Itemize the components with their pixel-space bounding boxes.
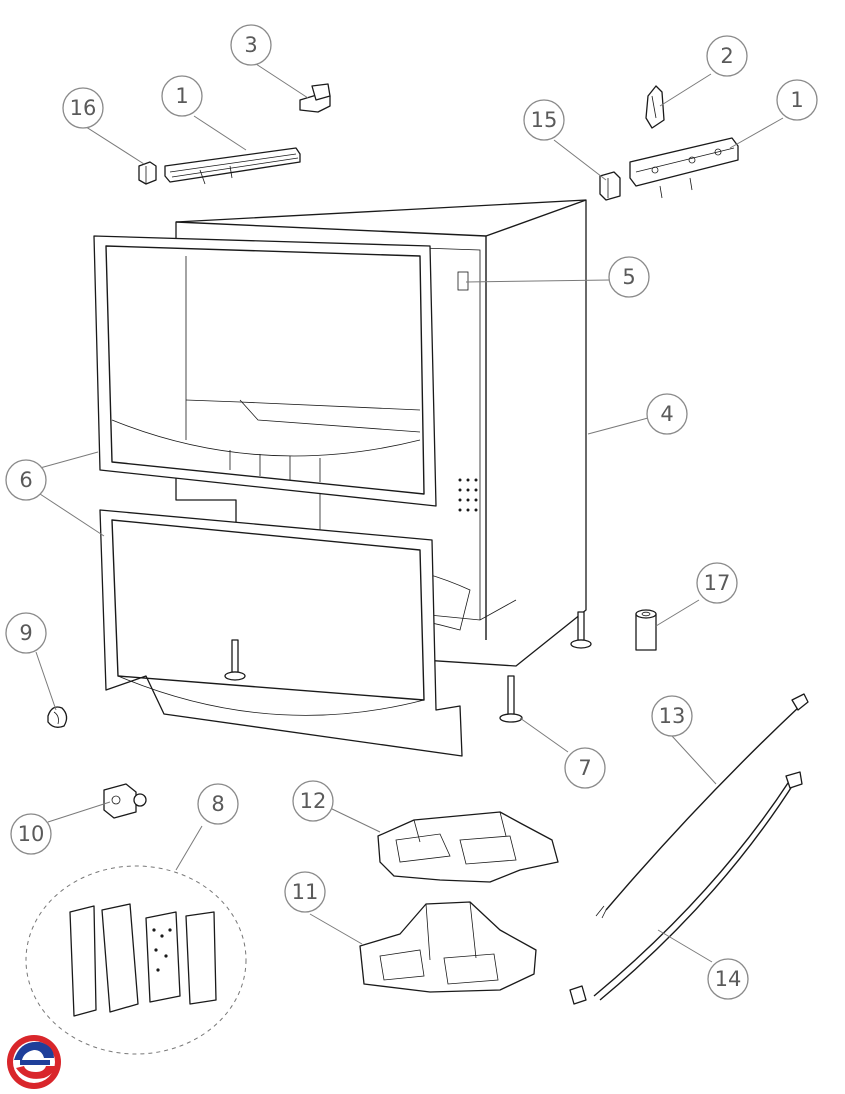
callout-1-left-label: 1: [175, 84, 188, 108]
part-15-clip: [599, 171, 621, 201]
part-14-hose: [569, 771, 803, 1005]
part-3-bracket: [299, 83, 331, 113]
callout-15-label: 15: [531, 108, 558, 132]
callout-5-label: 5: [622, 265, 635, 289]
leader-lines: [35, 63, 784, 963]
callout-5: 5: [608, 256, 650, 298]
callout-7: 7: [564, 747, 606, 789]
part-9-clip: [47, 706, 68, 728]
part-13-power-cord: [595, 693, 809, 919]
callout-8: 8: [197, 783, 239, 825]
callout-15: 15: [523, 99, 565, 141]
part-2-hinge: [645, 85, 665, 129]
callout-17: 17: [696, 562, 738, 604]
callout-12-label: 12: [300, 789, 327, 813]
callout-14-label: 14: [715, 967, 742, 991]
callout-10-label: 10: [18, 822, 45, 846]
callout-16: 16: [62, 87, 104, 129]
callout-11: 11: [284, 871, 326, 913]
callout-1-right: 1: [776, 79, 818, 121]
callout-9: 9: [5, 612, 47, 654]
part-10-connector: [103, 783, 147, 819]
part-6-upper-drawer-frame: [93, 235, 437, 507]
callout-1-left: 1: [161, 75, 203, 117]
callout-7-label: 7: [578, 756, 591, 780]
part-17-cylinder: [635, 609, 657, 651]
callout-3-label: 3: [244, 33, 257, 57]
callout-16-label: 16: [70, 96, 97, 120]
callout-14: 14: [707, 958, 749, 1000]
callout-8-label: 8: [211, 792, 224, 816]
part-11-tray: [359, 901, 537, 993]
callout-13-label: 13: [659, 704, 686, 728]
callout-11-label: 11: [292, 880, 319, 904]
part-6-lower-drawer-frame: [99, 509, 463, 757]
part-1-left-rail: [164, 147, 301, 185]
part-1-right-rail: [629, 137, 739, 199]
part-16-clip: [138, 161, 157, 185]
part-7-leveling-feet: [224, 611, 592, 723]
callout-12: 12: [292, 780, 334, 822]
part-8-control-group: [25, 865, 247, 1055]
brand-logo: [7, 1035, 61, 1089]
callout-2-label: 2: [720, 44, 733, 68]
part-12-tray: [377, 811, 559, 883]
callout-13: 13: [651, 695, 693, 737]
callout-3: 3: [230, 24, 272, 66]
vent-holes: [458, 478, 478, 512]
callout-4: 4: [646, 393, 688, 435]
callout-1-right-label: 1: [790, 88, 803, 112]
callout-10: 10: [10, 813, 52, 855]
callout-17-label: 17: [704, 571, 731, 595]
callout-2: 2: [706, 35, 748, 77]
callout-4-label: 4: [660, 402, 673, 426]
callout-6: 6: [5, 459, 47, 501]
callout-6-label: 6: [19, 468, 32, 492]
callout-9-label: 9: [19, 621, 32, 645]
